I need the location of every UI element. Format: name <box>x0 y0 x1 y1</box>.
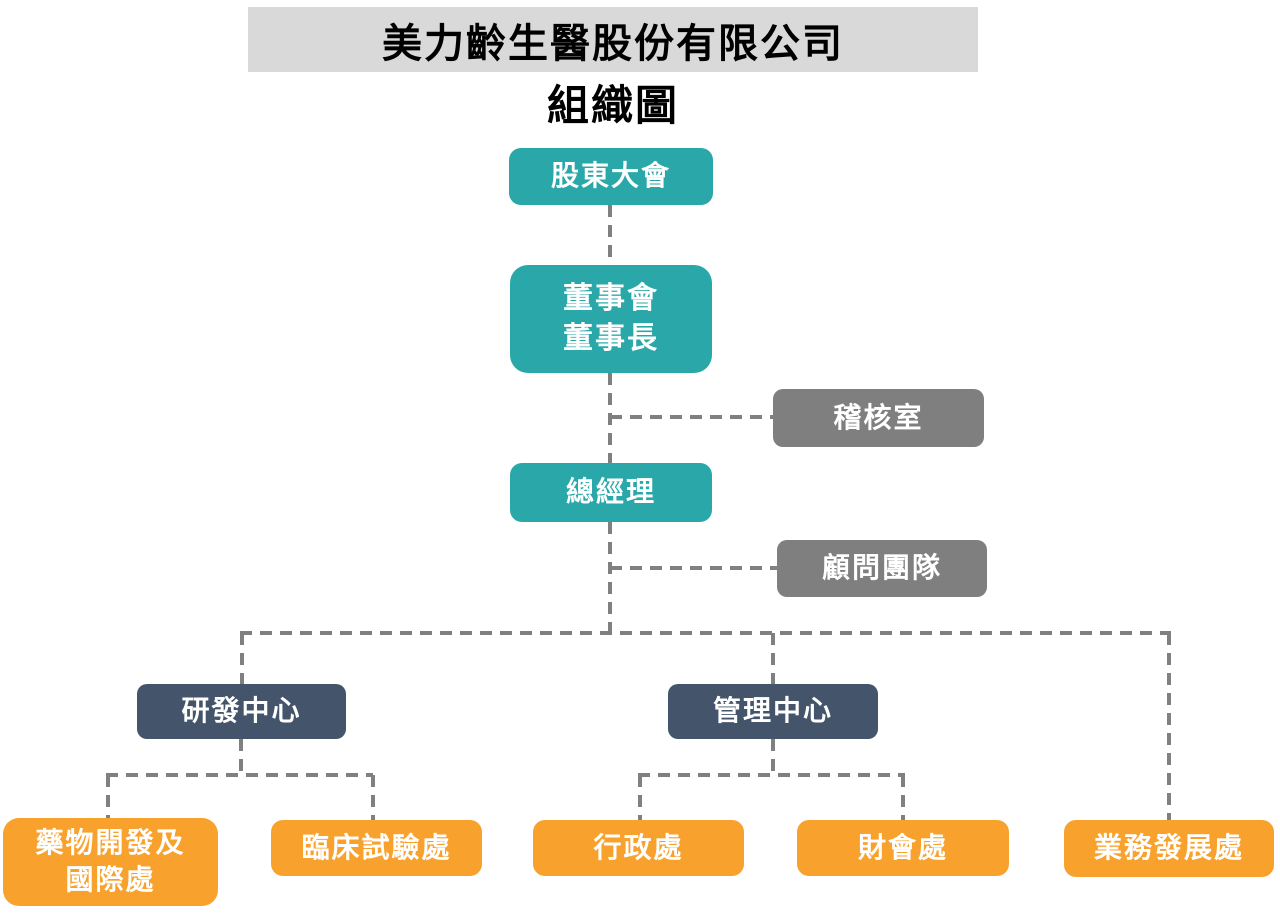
node-finance-accounting: 財會處 <box>797 820 1009 876</box>
node-administration: 行政處 <box>533 820 744 876</box>
connector-gm-advisors <box>610 566 778 570</box>
node-shareholders-meeting: 股東大會 <box>509 148 713 205</box>
node-advisor-team: 顧問團隊 <box>777 540 987 597</box>
company-title: 美力齡生醫股份有限公司 <box>382 21 844 66</box>
node-audit-office: 稽核室 <box>773 389 984 447</box>
connector-board-gm <box>608 373 612 465</box>
connector-management-down <box>771 739 775 775</box>
company-title-banner: 美力齡生醫股份有限公司 <box>248 7 978 72</box>
node-rd-center: 研發中心 <box>137 684 346 739</box>
connector-management-horizontal <box>638 773 905 777</box>
node-business-development: 業務發展處 <box>1064 820 1274 877</box>
connector-drop-drug-dev <box>106 775 110 818</box>
connector-drop-management-center <box>771 633 775 684</box>
chart-title: 組織圖 <box>546 81 679 129</box>
node-board-chairman: 董事會 董事長 <box>510 265 712 373</box>
node-general-manager: 總經理 <box>510 463 712 522</box>
connector-rd-down <box>239 739 243 775</box>
connector-drop-rd-center <box>240 633 244 684</box>
connector-drop-clinical-trials <box>371 775 375 820</box>
connector-gm-down <box>608 522 612 633</box>
node-clinical-trials: 臨床試驗處 <box>271 820 482 876</box>
node-management-center: 管理中心 <box>668 684 878 739</box>
connector-main-horizontal <box>240 631 1171 635</box>
connector-drop-finance <box>901 775 905 820</box>
connector-drop-administration <box>638 775 642 820</box>
connector-shareholders-board <box>608 205 612 265</box>
connector-board-audit <box>610 415 773 419</box>
node-drug-dev-international: 藥物開發及 國際處 <box>3 818 218 906</box>
connector-rd-horizontal <box>106 773 373 777</box>
connector-drop-business-development <box>1167 633 1171 820</box>
